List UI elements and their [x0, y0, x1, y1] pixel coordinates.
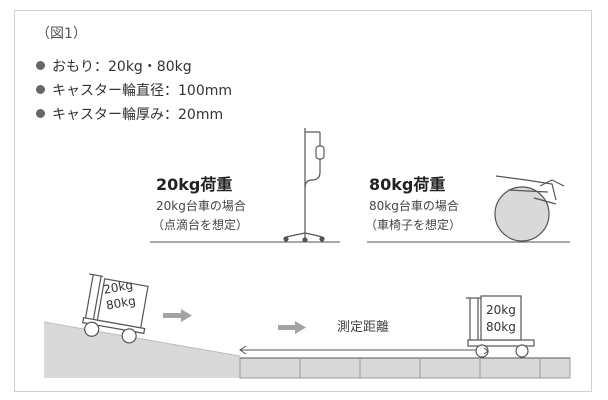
load-80kg-line2: （車椅子を想定）	[365, 218, 462, 232]
cart-right-line2: 80kg	[486, 320, 516, 334]
cart-right-label: 20kg 80kg	[486, 302, 516, 336]
direction-arrow-right	[278, 321, 306, 334]
load-20kg-title: 20kg荷重	[156, 175, 233, 194]
spec-wheel-thickness-text: キャスター輪厚み：20mm	[52, 107, 224, 123]
direction-arrow-left	[163, 309, 192, 322]
spec-wheel-thickness: キャスター輪厚み：20mm	[36, 108, 223, 122]
iv-stand-icon	[283, 128, 325, 243]
bullet-icon	[36, 61, 45, 70]
load-80kg-line1: 80kg台車の場合	[369, 199, 459, 213]
floor	[239, 357, 571, 379]
cart-on-ramp	[82, 273, 149, 344]
figure-label: （図1）	[36, 26, 87, 42]
load-20kg-line2: （点滴台を想定）	[152, 218, 249, 232]
wheelchair-icon	[494, 175, 565, 242]
cart-left-label: 20kg 80kg	[102, 277, 137, 314]
load-20kg-line1: 20kg台車の場合	[156, 199, 246, 213]
spec-wheel-diameter-text: キャスター輪直径：100mm	[52, 83, 232, 99]
measure-arrow	[239, 345, 480, 355]
spec-wheel-diameter: キャスター輪直径：100mm	[36, 84, 232, 98]
spec-weight-text: おもり：20kg・80kg	[52, 59, 192, 75]
figure-frame	[14, 10, 592, 392]
cart-on-floor	[466, 295, 535, 358]
cart-right-line1: 20kg	[486, 303, 516, 317]
bullet-icon	[36, 85, 45, 94]
load-80kg-title: 80kg荷重	[369, 175, 446, 194]
spec-weight: おもり：20kg・80kg	[36, 60, 192, 74]
measure-label: 測定距離	[337, 320, 390, 335]
bullet-icon	[36, 109, 45, 118]
